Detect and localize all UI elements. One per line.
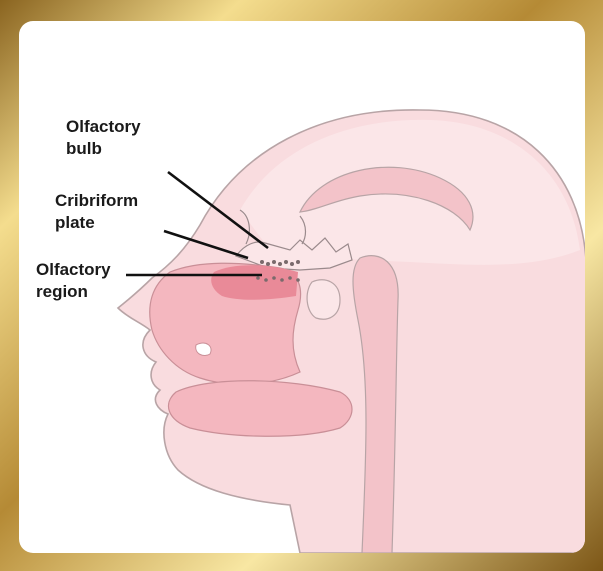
label-olfactory-region: Olfactory region [36,259,111,303]
olfactory-region-area [211,265,298,300]
label-olfactory-bulb: Olfactory bulb [66,116,141,160]
sphenoid-sinus [307,280,340,319]
oral-cavity [168,381,352,437]
label-cribriform-plate: Cribriform plate [55,190,138,234]
diagram-panel: Olfactory bulb Cribriform plate Olfactor… [19,21,585,553]
